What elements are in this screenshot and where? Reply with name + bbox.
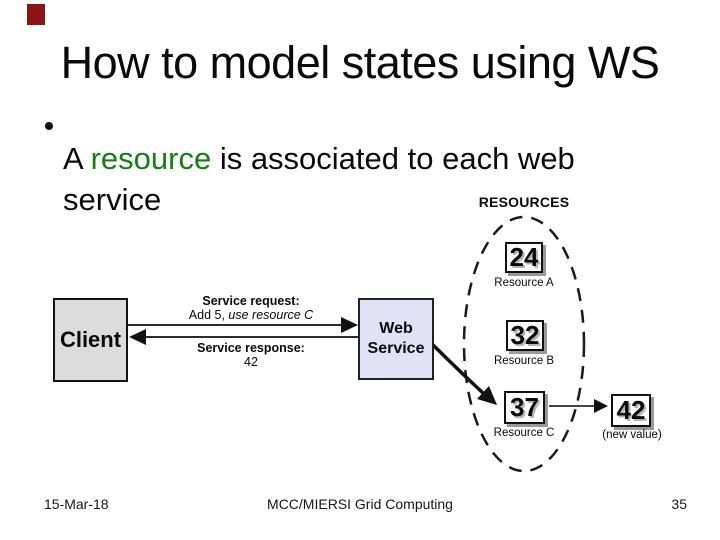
new-value-label: (new value) <box>602 429 662 441</box>
service-request-detail: Add 5, use resource C <box>140 309 362 322</box>
resource-c-label: Resource C <box>493 427 555 439</box>
footer-course-title: MCC/MIERSI Grid Computing <box>267 496 453 512</box>
footer-page-number: 35 <box>671 496 687 512</box>
client-box: Client <box>53 298 128 382</box>
service-request-detail-plain: Add 5, <box>188 308 229 322</box>
resource-a-value-box: 24 <box>505 242 543 273</box>
service-request-detail-italic: use resource C <box>228 308 314 322</box>
resource-a-label: Resource A <box>494 277 554 289</box>
resource-c-value: 37 <box>510 392 539 422</box>
resource-b-value: 32 <box>510 320 540 350</box>
resource-a-value: 24 <box>509 242 539 272</box>
resource-c-value-box: 37 <box>504 391 545 424</box>
client-label: Client <box>59 327 122 352</box>
slide-title: How to model states using WS <box>60 37 660 88</box>
new-value-box: 42 <box>611 394 651 427</box>
service-request-title: Service request: <box>202 294 300 308</box>
service-response-title: Service response: <box>197 341 305 355</box>
new-value-number: 42 <box>616 395 646 425</box>
use-resource-arrowhead-icon <box>477 386 497 405</box>
bullet-highlight-resource: resource <box>90 141 212 176</box>
footer-date: 15-Mar-18 <box>44 496 109 512</box>
bullet-text-pre: A <box>63 141 91 176</box>
web-service-label-line1: Web <box>379 320 413 337</box>
bullet-icon <box>45 122 53 130</box>
resource-b-value-box: 32 <box>506 320 544 351</box>
web-service-box: Web Service <box>358 298 434 380</box>
resource-b-label: Resource B <box>493 355 555 367</box>
web-service-label-line2: Service <box>367 340 425 357</box>
service-response-value: 42 <box>244 355 258 369</box>
new-value-arrowhead-icon <box>594 399 608 413</box>
resources-title: RESOURCES <box>478 194 570 210</box>
bullet-text: A resource is associated to each web ser… <box>63 139 619 221</box>
corner-accent-rect <box>27 4 45 25</box>
bullet-text-post: is associated to each web service <box>63 141 575 217</box>
